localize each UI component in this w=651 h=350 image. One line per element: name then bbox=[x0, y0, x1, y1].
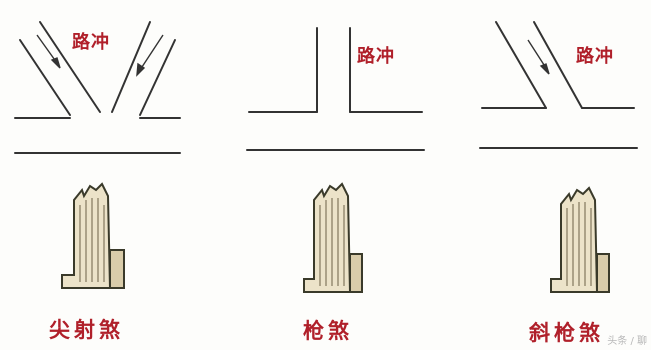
road-edge bbox=[495, 21, 547, 109]
panel-caption: 枪煞 bbox=[303, 318, 353, 343]
road-edge bbox=[19, 39, 71, 116]
arrow-icon bbox=[139, 34, 164, 71]
building-icon bbox=[61, 182, 125, 289]
arrow-icon bbox=[36, 34, 58, 64]
watermark: 头条 / 聊 bbox=[607, 336, 647, 347]
road-drawing-diagonal bbox=[479, 21, 638, 293]
road-edge bbox=[139, 39, 176, 116]
road-label: 路冲 bbox=[357, 46, 395, 67]
road-drawing-sharp bbox=[14, 21, 181, 289]
road-edge bbox=[111, 21, 151, 113]
panel-diagonal-gun-shot: 路冲 斜枪煞 bbox=[434, 0, 651, 350]
road-edge bbox=[39, 21, 101, 113]
road-edge bbox=[533, 21, 583, 109]
building-icon bbox=[550, 186, 610, 293]
building-icon bbox=[303, 182, 363, 293]
arrow-icon bbox=[539, 63, 550, 75]
arrow-icon bbox=[50, 57, 61, 69]
panel-caption: 尖射煞 bbox=[49, 317, 124, 342]
road-label: 路冲 bbox=[576, 46, 614, 67]
arrow-icon bbox=[527, 39, 547, 69]
panel-caption: 斜枪煞 bbox=[529, 320, 604, 345]
arrow-icon bbox=[136, 62, 146, 77]
panel-gun-shot: 路冲 枪煞 bbox=[217, 0, 434, 350]
road-drawing-gun bbox=[246, 27, 425, 293]
panel-sharp-shot: 路冲 尖射煞 bbox=[0, 0, 217, 350]
road-label: 路冲 bbox=[72, 32, 110, 53]
